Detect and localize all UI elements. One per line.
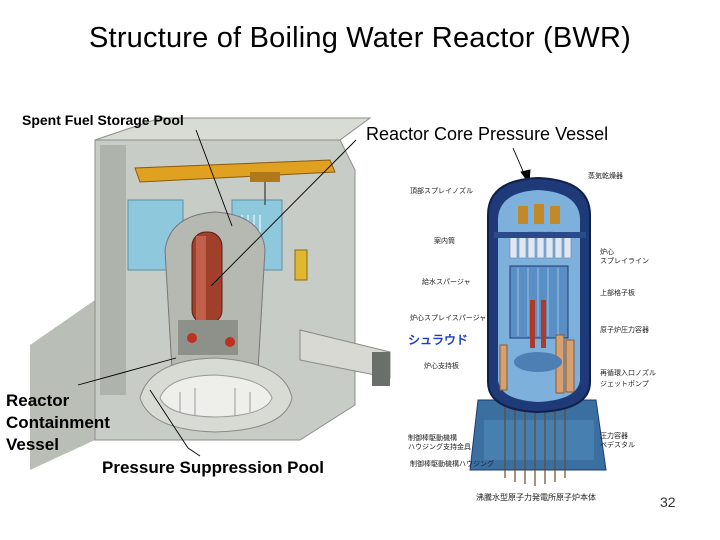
reactor-building-cutaway xyxy=(30,117,391,470)
callout-crd-housing: 制御棒駆動機構ハウジング xyxy=(410,460,494,468)
callout-core-spray-line: 炉心 スプレイライン xyxy=(600,248,649,265)
callout-guide-tube: 案内筒 xyxy=(434,237,455,245)
vessel-caption: 沸騰水型原子力発電所原子炉本体 xyxy=(476,493,596,502)
callout-core-spray-sparger: 炉心スプレイスパージャ xyxy=(410,314,487,322)
callout-recirc-nozzle: 再循環入口ノズル xyxy=(600,369,656,377)
callout-steam-dryer: 蒸気乾燥器 xyxy=(588,172,623,180)
page-title: Structure of Boiling Water Reactor (BWR) xyxy=(89,22,631,54)
callout-core-plate: 炉心支持板 xyxy=(424,362,459,370)
callout-pedestal: 圧力容器 ペデスタル xyxy=(600,432,635,449)
callout-crd-housing-support: 制御棒駆動機構 ハウジング支持金具 xyxy=(408,434,471,451)
label-spent-fuel-pool: Spent Fuel Storage Pool xyxy=(22,112,184,128)
label-suppression-pool: Pressure Suppression Pool xyxy=(102,458,325,477)
page-number: 32 xyxy=(660,494,676,510)
callout-top-guide: 上部格子板 xyxy=(600,289,635,297)
pressure-vessel-cutaway xyxy=(469,176,607,486)
callout-pressure-vessel: 原子炉圧力容器 xyxy=(600,326,649,334)
label-containment-vessel: Reactor Containment Vessel xyxy=(6,391,110,454)
label-core-pressure-vessel: Reactor Core Pressure Vessel xyxy=(366,124,609,144)
leader-lines xyxy=(77,129,531,457)
callout-feedwater-sparger: 給水スパージャ xyxy=(422,278,471,286)
callout-spray-nozzle: 頂部スプレイノズル xyxy=(410,187,473,195)
callout-jet-pump: ジェットポンプ xyxy=(600,380,649,388)
callout-shroud: シュラウド xyxy=(408,333,469,347)
